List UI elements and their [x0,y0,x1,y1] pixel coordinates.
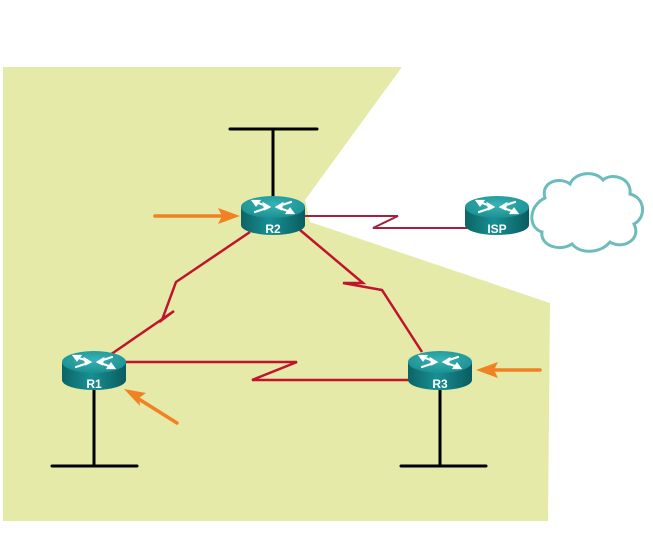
router-isp-label: ISP [487,222,506,236]
link-r2-r1 [106,230,251,359]
lan-r2 [228,127,319,202]
router-r2[interactable]: R2 [239,194,307,237]
router-r1-label: R1 [86,377,102,391]
lan-r3 [399,388,488,468]
link-r1-r3 [125,360,410,382]
link-r2-isp [305,215,470,229]
arrow-to-r2-icon [153,208,240,224]
arrow-to-r3-icon [476,362,542,378]
link-r2-r3 [299,229,424,353]
routing-domain-area [3,67,550,521]
router-r2-label: R2 [265,222,281,236]
router-isp[interactable]: ISP [463,194,531,237]
arrow-to-r1-icon [124,389,179,425]
router-r1[interactable]: R1 [60,349,128,392]
lan-r1 [50,388,139,468]
internet-cloud [530,172,644,253]
router-r3-label: R3 [432,377,448,391]
router-r3[interactable]: R3 [406,349,474,392]
